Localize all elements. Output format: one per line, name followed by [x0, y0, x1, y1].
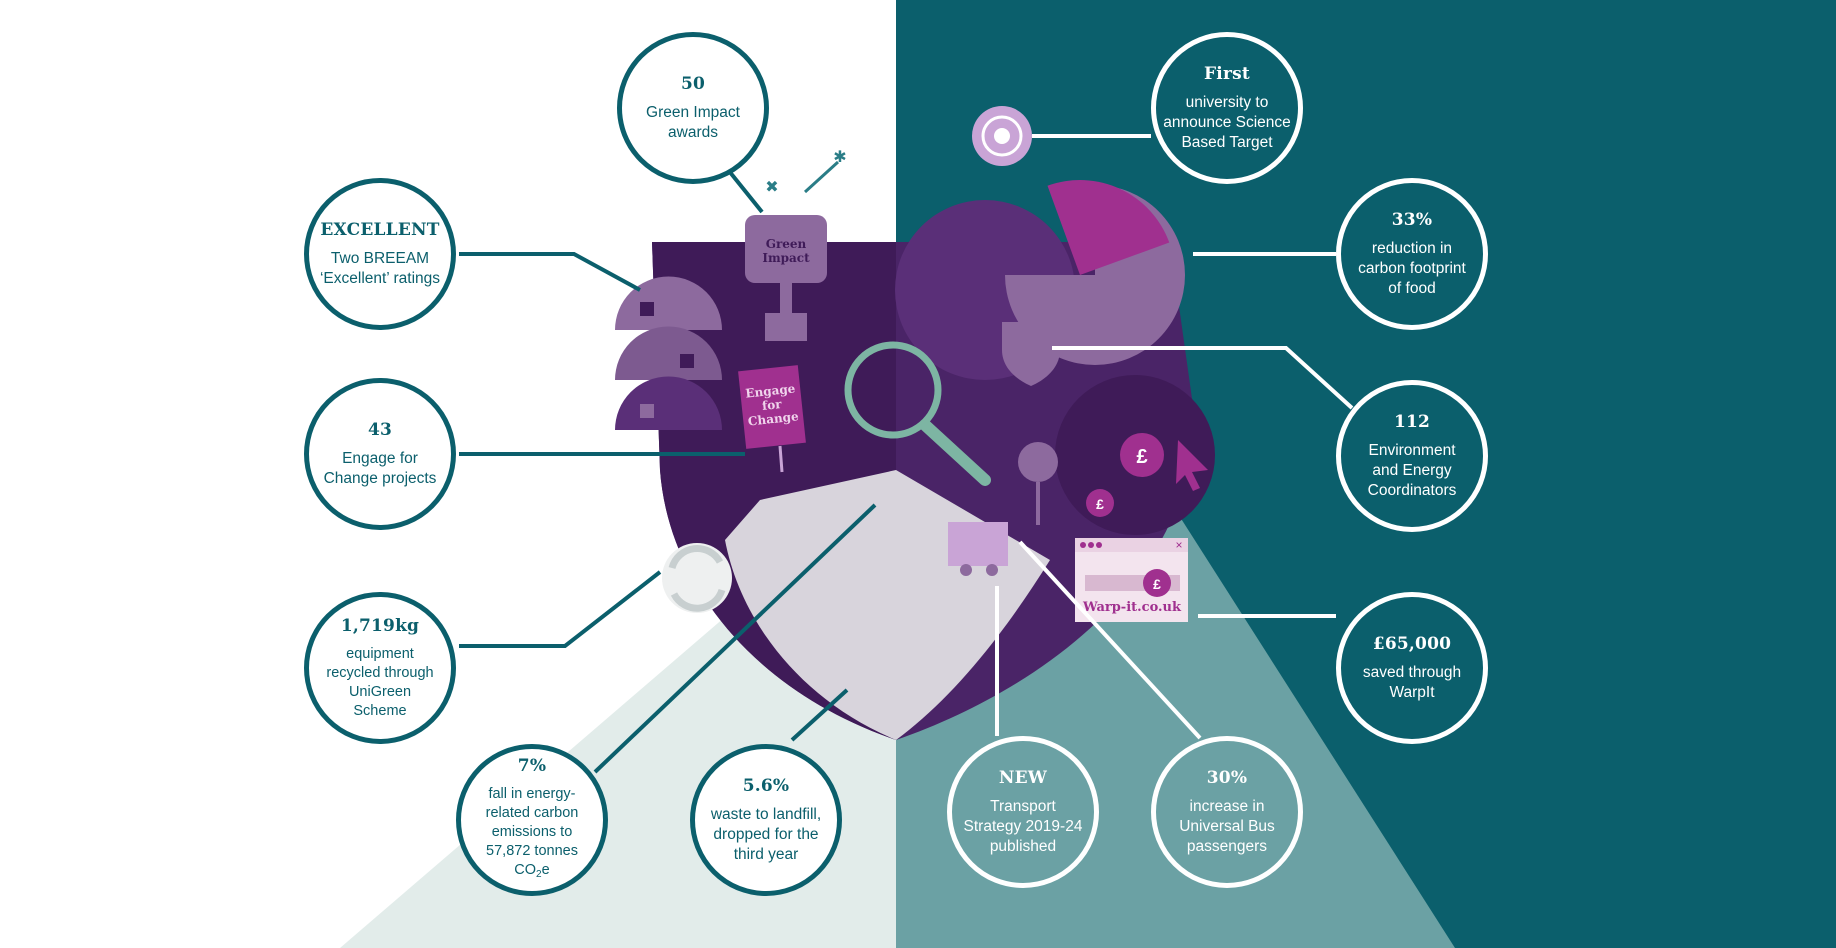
van-wheel: [960, 564, 972, 576]
stat-value: EXCELLENT: [320, 219, 440, 240]
stat-value: First: [1204, 63, 1250, 84]
stat-description: saved through WarpIt: [1362, 663, 1462, 701]
stat-description: Engage for Change projects: [323, 449, 437, 487]
window-dot: [1080, 542, 1086, 548]
van-icon: [948, 522, 1008, 566]
stat-value: 1,719kg: [340, 615, 420, 636]
star-icon: ✱: [833, 149, 846, 166]
desc-main: fall in energy- related carbon emissions…: [485, 786, 579, 878]
stat-value: 112: [1393, 411, 1431, 432]
close-icon: ×: [1175, 538, 1182, 552]
stat-energy: 7% fall in energy- related carbon emissi…: [456, 744, 608, 896]
engage-sign-icon: [738, 365, 806, 449]
stat-value: 43: [367, 419, 393, 440]
stat-value: 50: [680, 73, 706, 94]
bus-icon: [1018, 442, 1058, 482]
connector-recycled: [459, 570, 662, 648]
warp-url-label: Warp-it.co.uk: [1082, 600, 1182, 615]
stat-value: NEW: [998, 767, 1048, 788]
stat-description: university to announce Science Based Tar…: [1163, 93, 1291, 151]
sign-text-2: for: [761, 397, 783, 413]
trophy-text-1: Green: [766, 237, 807, 251]
pound-symbol: £: [1096, 496, 1104, 512]
sparkle-icon: ✖: [765, 179, 778, 196]
cursor-icon: [1176, 440, 1208, 491]
window-icon: [640, 404, 654, 418]
connector-energy: [593, 503, 877, 774]
window-icon: [640, 302, 654, 316]
stat-value: 7%: [517, 756, 547, 776]
desc-subscript: 2: [536, 869, 542, 880]
stat-science-target: First university to announce Science Bas…: [1151, 32, 1303, 184]
connector-bus: [1018, 540, 1202, 740]
stat-description: waste to landfill, dropped for the third…: [710, 805, 822, 863]
stat-description: equipment recycled through UniGreen Sche…: [326, 645, 434, 719]
stat-description: Green Impact awards: [646, 103, 740, 141]
stat-value: 33%: [1391, 209, 1433, 230]
trophy-text-2: Impact: [762, 251, 810, 265]
sign-post: [778, 445, 784, 473]
shield-badge-icon: [1002, 322, 1060, 386]
target-center: [994, 128, 1010, 144]
stat-warpit: £65,000 saved through WarpIt: [1336, 592, 1488, 744]
building-dome-2: [615, 326, 722, 380]
building-dome-1: [615, 276, 722, 330]
connector-coord: [1052, 346, 1354, 410]
magnifier-handle: [919, 419, 991, 486]
pound-coin-icon: [1086, 489, 1114, 517]
grapefruit-slice-icon: [1047, 180, 1170, 275]
pound-coin-icon: [1120, 433, 1164, 477]
stat-bus: 30% increase in Universal Bus passengers: [1151, 736, 1303, 888]
connector-waste: [790, 688, 849, 742]
desc-tail: e: [541, 862, 550, 878]
sign-text-3: Change: [747, 409, 799, 428]
browser-titlebar: [1075, 538, 1188, 552]
stat-description: Transport Strategy 2019-24 published: [963, 797, 1083, 855]
stat-value: 5.6%: [742, 775, 790, 796]
pound-symbol: £: [1153, 576, 1161, 592]
stat-value: 30%: [1206, 767, 1248, 788]
recycle-arrow: [670, 588, 726, 612]
stat-engage: 43 Engage for Change projects: [304, 378, 456, 530]
recycle-arrow: [668, 544, 724, 570]
shield-illustration: Green Impact ✖ ✱ Engage for Change £ £: [615, 106, 1215, 740]
window-icon: [680, 354, 694, 368]
stat-recycled: 1,719kg equipment recycled through UniGr…: [304, 592, 456, 744]
magnifier-icon: [844, 341, 942, 439]
stat-description: fall in energy- related carbon emissions…: [480, 785, 585, 884]
connector-breeam: [459, 252, 641, 292]
van-wheel: [986, 564, 998, 576]
pound-coin-icon: [1143, 569, 1171, 597]
stat-green-impact: 50 Green Impact awards: [617, 32, 769, 184]
recycle-icon: [662, 543, 732, 613]
stat-transport: NEW Transport Strategy 2019-24 published: [947, 736, 1099, 888]
stat-waste: 5.6% waste to landfill, dropped for the …: [690, 744, 842, 896]
stat-description: increase in Universal Bus passengers: [1179, 797, 1275, 855]
trophy-base: [765, 313, 807, 341]
sign-text-1: Engage: [745, 381, 797, 400]
window-dot: [1096, 542, 1102, 548]
pound-symbol: £: [1136, 446, 1147, 468]
stat-value: £65,000: [1372, 633, 1452, 654]
trophy-icon: [745, 215, 827, 283]
stat-breeam: EXCELLENT Two BREEAM ‘Excellent’ ratings: [304, 178, 456, 330]
trophy-stem: [780, 283, 792, 313]
target-ring: [981, 115, 1023, 157]
stat-description: Environment and Energy Coordinators: [1367, 441, 1457, 499]
stat-coordinators: 112 Environment and Energy Coordinators: [1336, 380, 1488, 532]
connector-lines: [459, 134, 1354, 774]
stat-description: Two BREEAM ‘Excellent’ ratings: [319, 249, 441, 287]
stat-description: reduction in carbon footprint of food: [1358, 239, 1466, 297]
window-dot: [1088, 542, 1094, 548]
stat-food: 33% reduction in carbon footprint of foo…: [1336, 178, 1488, 330]
wand-icon: [803, 160, 840, 194]
